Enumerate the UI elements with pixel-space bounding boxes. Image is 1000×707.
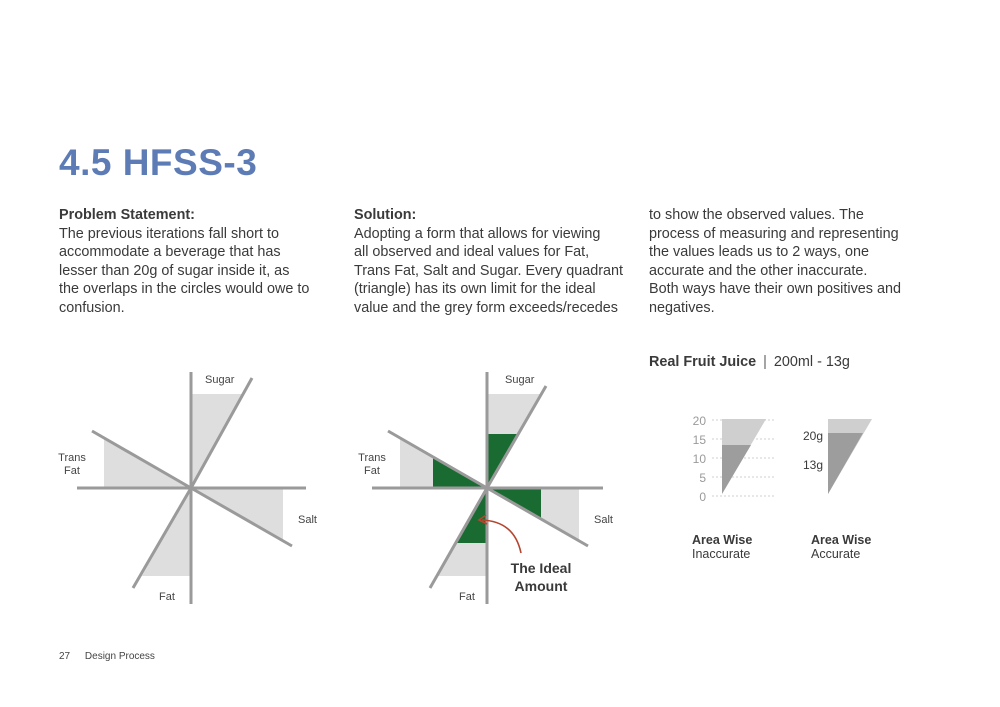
trans-label-2: Fat — [364, 465, 380, 477]
page-footer: 27 Design Process — [59, 651, 155, 662]
ideal-amount-label: The Ideal — [511, 560, 572, 576]
fat-diagonal — [428, 487, 489, 589]
section-name: Design Process — [84, 651, 155, 662]
problem-line: accommodate a beverage that has — [59, 244, 281, 261]
solution: Solution: Adopting a form that allows fo… — [354, 206, 629, 318]
problem-statement: Problem Statement: The previous iteratio… — [59, 206, 324, 318]
problem-heading: Problem Statement: — [59, 207, 195, 223]
trans-fat-diagonal — [387, 429, 488, 490]
value-mark: 13g — [803, 458, 823, 472]
accurate-caption: Area Wise — [811, 533, 871, 547]
pinwheel-observed: Sugar Trans Fat Salt Fat — [58, 372, 317, 604]
solution-line: Adopting a form that allows for viewing — [354, 225, 601, 242]
juice-heading: Real Fruit Juice | 200ml - 13g — [649, 354, 850, 370]
continued-line: Both ways have their own positives and — [649, 281, 901, 298]
ideal-amount-label-2: Amount — [515, 578, 568, 594]
salt-diagonal — [486, 486, 589, 548]
inaccurate-caption-2: Inaccurate — [692, 547, 750, 561]
tick-label: 15 — [693, 433, 707, 447]
solution-heading: Solution: — [354, 207, 417, 223]
trans-label: Trans — [58, 452, 86, 464]
accurate-value-triangle — [828, 433, 863, 494]
juice-detail: 200ml - 13g — [773, 354, 850, 370]
continued-line: to show the observed values. The — [649, 207, 864, 223]
salt-label: Salt — [594, 514, 613, 526]
continued-line: negatives. — [649, 299, 715, 316]
solution-line: (triangle) has its own limit for the ide… — [354, 281, 596, 298]
scale-comparison: 20 15 10 5 0 20g 13g Area Wise Inaccurat… — [692, 414, 872, 561]
juice-name: Real Fruit Juice — [649, 354, 757, 370]
problem-line: The previous iterations fall short to — [59, 225, 279, 242]
fat-label: Fat — [159, 591, 175, 603]
salt-label: Salt — [298, 514, 317, 526]
fat-label: Fat — [459, 591, 475, 603]
sugar-diagonal — [189, 377, 254, 489]
problem-line: lesser than 20g of sugar inside it, as — [59, 262, 290, 279]
sugar-label: Sugar — [505, 374, 535, 386]
page-number: 27 — [59, 651, 71, 662]
continued-line: process of measuring and representing — [649, 225, 899, 242]
ideal-amount-arrow — [481, 519, 522, 554]
trans-fat-diagonal — [91, 429, 192, 490]
solution-line: value and the grey form exceeds/recedes — [354, 299, 618, 316]
tick-label: 0 — [699, 490, 706, 504]
tick-label: 20 — [693, 414, 707, 428]
limit-mark: 20g — [803, 429, 823, 443]
pinwheel-ideal: Sugar Trans Fat Salt Fat The Ideal Amoun… — [358, 372, 613, 604]
inaccurate-value-triangle — [722, 445, 751, 494]
solution-line: all observed and ideal values for Fat, — [354, 244, 590, 261]
accurate-caption-2: Accurate — [811, 547, 860, 561]
inaccurate-caption: Area Wise — [692, 533, 752, 547]
continued-line: accurate and the other inaccurate. — [649, 262, 868, 279]
juice-separator: | — [763, 354, 767, 370]
continued-line: the values leads us to 2 ways, one — [649, 244, 869, 261]
arrow-head — [477, 514, 488, 525]
solution-line: Trans Fat, Salt and Sugar. Every quadran… — [354, 262, 624, 279]
trans-label-2: Fat — [64, 465, 80, 477]
sugar-label: Sugar — [205, 374, 235, 386]
sugar-diagonal — [485, 385, 548, 489]
tick-label: 10 — [693, 452, 707, 466]
problem-line: the overlaps in the circles would owe to — [59, 281, 310, 298]
trans-label: Trans — [358, 452, 386, 464]
page-title: 4.5 HFSS-3 — [59, 142, 258, 183]
tick-label: 5 — [699, 471, 706, 485]
fat-diagonal — [131, 487, 193, 589]
problem-line: confusion. — [59, 299, 125, 316]
solution-continued: to show the observed values. The process… — [649, 206, 919, 318]
salt-diagonal — [190, 486, 293, 548]
